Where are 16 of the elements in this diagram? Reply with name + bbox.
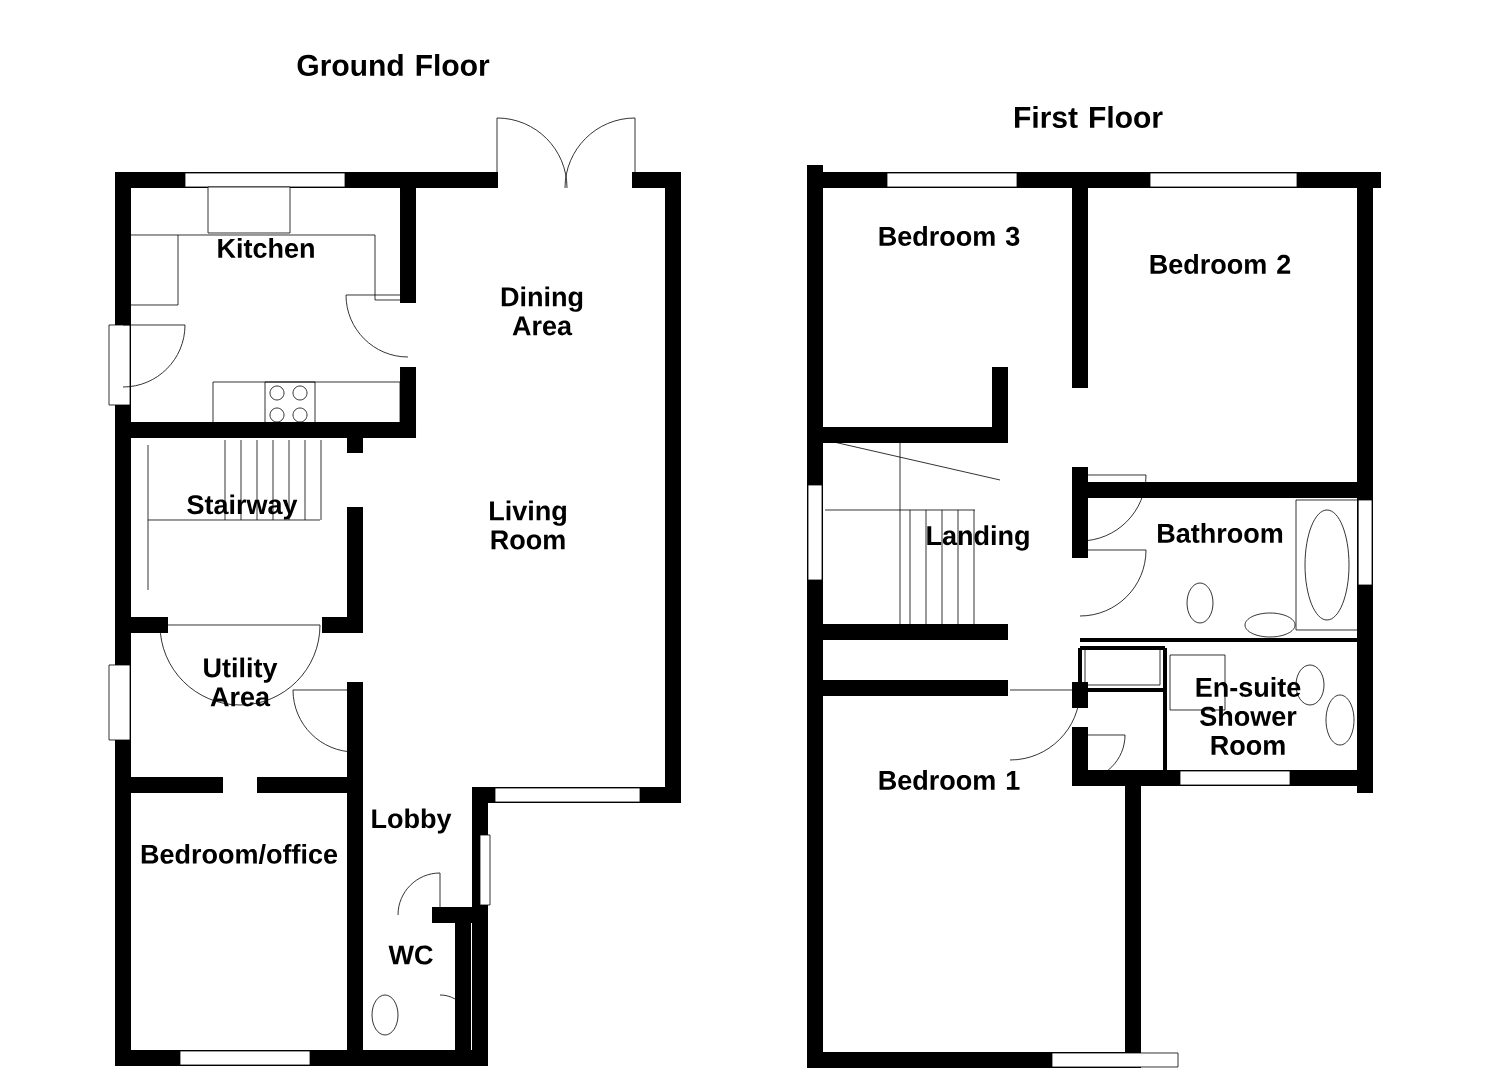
room-label: Bedroom/office (141, 843, 338, 865)
room-label: Living Room (490, 500, 566, 550)
room-label: Bedroom 1 (879, 770, 1020, 790)
room-label: Landing (927, 525, 1029, 551)
room-label: Utility Area (204, 657, 278, 707)
room-label: Kitchen (218, 238, 314, 258)
room-label: Bathroom (1158, 523, 1283, 543)
room-label: WC (388, 945, 433, 965)
room-label: En-suite Shower Room (1196, 677, 1301, 755)
room-label: Stairway (187, 494, 298, 520)
room-label: Bedroom 2 (1150, 254, 1291, 274)
floor-title: Ground Floor (297, 54, 490, 76)
room-label: Dining Area (501, 286, 583, 336)
room-label: Bedroom 3 (879, 226, 1020, 246)
floor-title: First Floor (1015, 106, 1163, 128)
room-label: Lobby (372, 808, 452, 834)
